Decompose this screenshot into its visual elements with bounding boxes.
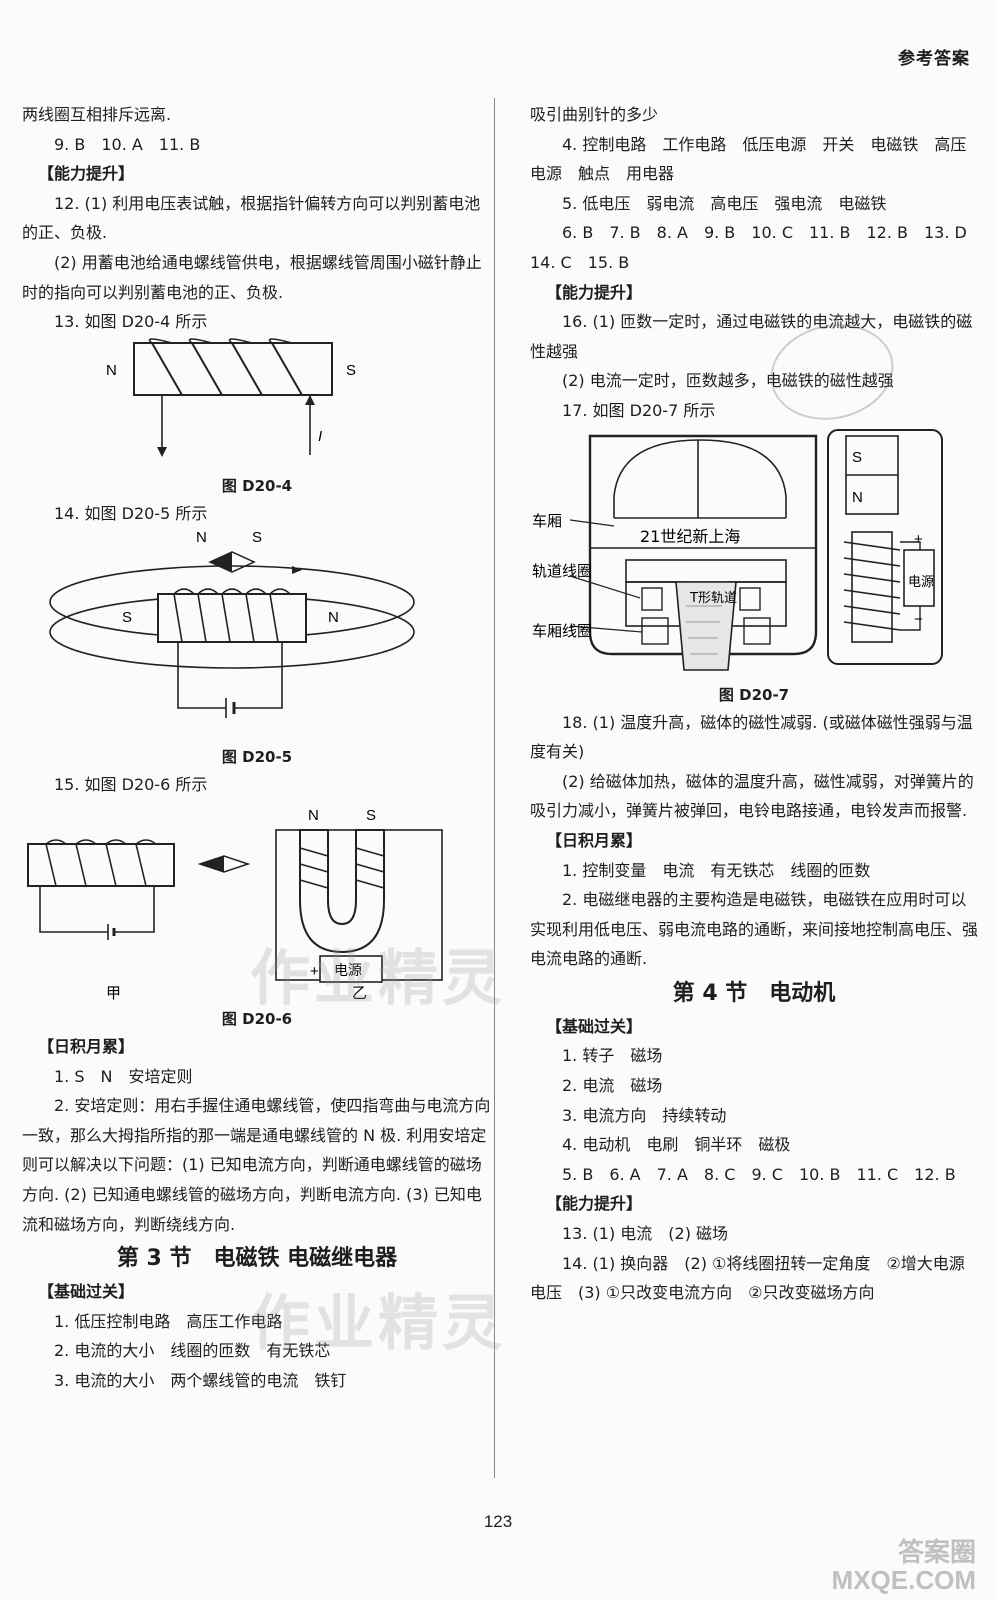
answer-line: 13. (1) 电流 (2) 磁场 xyxy=(562,1224,729,1244)
maglev-train-diagram: S N 车厢 21世纪新上海 轨道线圈 T形轨道 车厢线圈 电源 + − xyxy=(532,428,943,671)
plus-label: + xyxy=(310,963,319,980)
pole-label-n: N xyxy=(308,807,319,824)
figure-yi-label: 乙 xyxy=(352,984,367,1002)
pole-label-s: S xyxy=(366,807,376,824)
answer-line: (2) 给磁体加热，磁体的温度升高，磁性减弱，对弹簧片的吸引力减小，弹簧片被弹回… xyxy=(530,771,974,821)
answer-line: 5. B 6. A 7. A 8. C 9. C 10. B 11. C 12.… xyxy=(562,1164,956,1184)
answer-line: 3. 电流的大小 两个螺线管的电流 铁钉 xyxy=(54,1370,347,1390)
figure-caption: 图 D20-5 xyxy=(221,748,293,767)
section-heading: 第 4 节 电动机 xyxy=(672,980,836,1006)
pole-label-n: N xyxy=(106,362,117,379)
answer-line: (2) 电流一定时，匝数越多，电磁铁的磁性越强 xyxy=(562,371,894,391)
figure-d20-5: N S S N 图 D20-5 xyxy=(22,528,492,770)
answer-line: 18. (1) 温度升高，磁体的磁性减弱. (或磁体磁性强弱与温度有关) xyxy=(530,712,973,762)
section-label: 【日积月累】 xyxy=(546,830,643,850)
corner-watermark-line2: MXQE.COM xyxy=(831,1565,976,1595)
answer-line: 9. B 10. A 11. B xyxy=(54,134,201,154)
answer-line: 1. 控制变量 电流 有无铁芯 线圈的匝数 xyxy=(562,860,871,880)
answer-line: 3. 电流方向 持续转动 xyxy=(562,1105,727,1125)
left-column: 两线圈互相排斥远离. 9. B 10. A 11. B 【能力提升】 12. (… xyxy=(22,100,492,1395)
answer-line: 13. 如图 D20-4 所示 xyxy=(54,312,208,332)
figure-d20-6: N S 电源 + 甲 乙 图 D20-6 xyxy=(22,800,492,1032)
section-heading: 第 3 节 电磁铁 电磁继电器 xyxy=(116,1246,398,1272)
answer-line: 17. 如图 D20-7 所示 xyxy=(562,400,716,420)
answer-line: 15. 如图 D20-6 所示 xyxy=(54,775,208,795)
banner-text: 21世纪新上海 xyxy=(640,527,740,546)
figure-caption: 图 D20-4 xyxy=(221,476,293,495)
section-label: 【日积月累】 xyxy=(38,1036,135,1056)
plus-label: + xyxy=(914,531,923,548)
pole-label-n-right: N xyxy=(328,609,339,626)
car-coil-label: 车厢线圈 xyxy=(532,622,592,640)
pole-label-s: S xyxy=(346,362,356,379)
section-label: 【能力提升】 xyxy=(546,1194,643,1214)
section-label: 【基础过关】 xyxy=(546,1016,643,1036)
right-column: 吸引曲别针的多少 4. 控制电路 工作电路 低压电源 开关 电磁铁 高压电源 触… xyxy=(530,100,983,1308)
power-label: 电源 xyxy=(908,575,934,590)
carriage-label: 车厢 xyxy=(532,512,562,530)
answer-line: (2) 用蓄电池给通电螺线管供电，根据螺线管周围小磁针静止时的指向可以判别蓄电池… xyxy=(22,252,482,302)
figure-jia-label: 甲 xyxy=(106,984,121,1002)
section-label: 【能力提升】 xyxy=(546,282,643,302)
answer-line: 12. (1) 利用电压表试触，根据指针偏转方向可以判别蓄电池的正、负极. xyxy=(22,193,481,243)
pole-label-s-top: S xyxy=(252,529,262,546)
t-track-label: T形轨道 xyxy=(689,591,737,606)
figure-d20-7: S N 车厢 21世纪新上海 轨道线圈 T形轨道 车厢线圈 电源 + − 图 D… xyxy=(530,426,978,708)
figure-d20-4: N S I 图 D20-4 xyxy=(22,337,492,499)
pole-label-n-top: N xyxy=(196,529,207,546)
header-label: 参考答案 xyxy=(898,49,970,69)
page-number: 123 xyxy=(483,1512,513,1531)
answer-line: 4. 电动机 电刷 铜半环 磁极 xyxy=(562,1135,791,1155)
solenoid-diagram: N S I xyxy=(106,337,356,457)
minus-label: − xyxy=(914,611,923,628)
answer-line: 2. 电流 磁场 xyxy=(562,1076,663,1096)
answer-line: 1. 转子 磁场 xyxy=(562,1046,663,1066)
answer-line: 16. (1) 匝数一定时，通过电磁铁的电流越大，电磁铁的磁性越强 xyxy=(530,312,973,361)
section-label: 【能力提升】 xyxy=(38,164,135,184)
answer-line: 两线圈互相排斥远离. xyxy=(22,105,172,124)
section-label: 【基础过关】 xyxy=(38,1282,135,1302)
electromagnet-pair-diagram: N S 电源 + 甲 乙 xyxy=(27,807,443,1002)
answer-line: 1. S N 安培定则 xyxy=(54,1066,193,1086)
track-coil-label: 轨道线圈 xyxy=(532,562,592,580)
answer-line: 4. 控制电路 工作电路 低压电源 开关 电磁铁 高压电源 触点 用电器 xyxy=(530,134,967,184)
corner-watermark-line1: 答案圈 xyxy=(897,1537,976,1567)
answer-line: 2. 安培定则：用右手握住通电螺线管，使四指弯曲与电流方向一致，那么大拇指所指的… xyxy=(22,1096,491,1234)
power-label: 电源 xyxy=(334,963,362,979)
answer-line: 1. 低压控制电路 高压工作电路 xyxy=(54,1311,283,1331)
figure-caption: 图 D20-7 xyxy=(718,685,790,704)
answer-line: 14. 如图 D20-5 所示 xyxy=(54,503,208,523)
pole-label-n: N xyxy=(852,489,863,506)
column-divider xyxy=(494,98,495,1478)
pole-label-s: S xyxy=(852,449,862,466)
answer-line: 2. 电流的大小 线圈的匝数 有无铁芯 xyxy=(54,1341,331,1361)
corner-watermark: 答案圈 MXQE.COM xyxy=(832,1538,976,1594)
answer-line: 6. B 7. B 8. A 9. B 10. C 11. B 12. B 13… xyxy=(530,223,983,272)
answer-line: 吸引曲别针的多少 xyxy=(530,105,659,124)
pole-label-s-left: S xyxy=(122,609,132,626)
solenoid-field-diagram: N S S N xyxy=(49,529,415,719)
figure-caption: 图 D20-6 xyxy=(221,1009,293,1028)
answer-line: 5. 低电压 弱电流 高电压 强电流 电磁铁 xyxy=(562,193,887,213)
current-label: I xyxy=(318,428,322,445)
answer-line: 2. 电磁继电器的主要构造是电磁铁，电磁铁在应用时可以实现利用低电压、弱电流电路… xyxy=(530,890,979,969)
answer-line: 14. (1) 换向器 (2) ①将线圈扭转一定角度 ②增大电源电压 (3) ①… xyxy=(530,1253,965,1303)
